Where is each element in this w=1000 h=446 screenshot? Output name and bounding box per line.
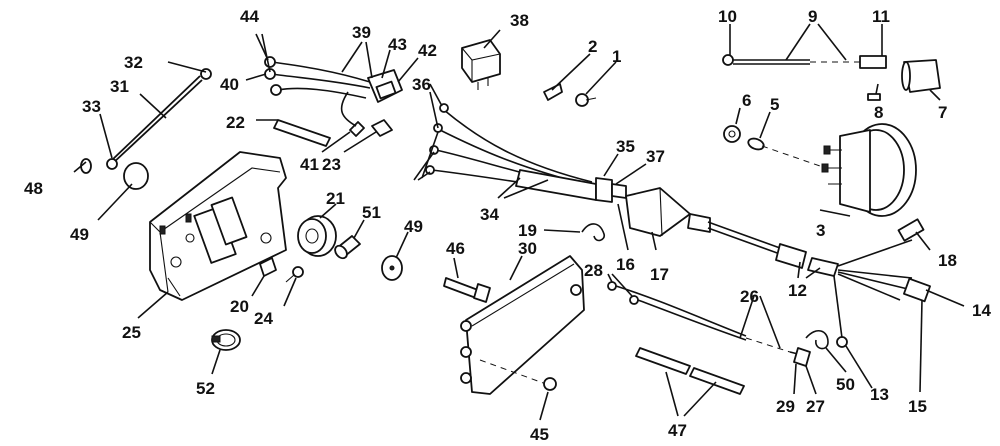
assembly-line-bulb bbox=[761, 145, 821, 167]
callout-43: 43 bbox=[388, 35, 407, 54]
part-1-screw bbox=[575, 93, 597, 107]
callout-33: 33 bbox=[82, 97, 101, 116]
assembly-line-45 bbox=[479, 359, 547, 385]
callout-5: 5 bbox=[770, 95, 779, 114]
part-20-clip bbox=[259, 257, 277, 277]
callout-6: 6 bbox=[742, 91, 751, 110]
part-38-relay bbox=[461, 39, 501, 90]
callout-38: 38 bbox=[510, 11, 529, 30]
part-23-connector-block bbox=[371, 119, 393, 137]
callout-34: 34 bbox=[480, 205, 499, 224]
callout-22: 22 bbox=[226, 113, 245, 132]
callout-51: 51 bbox=[362, 203, 381, 222]
callout-37: 37 bbox=[646, 147, 665, 166]
part-6-socket bbox=[723, 125, 741, 143]
callout-52: 52 bbox=[196, 379, 215, 398]
part-39-wire-assembly bbox=[264, 56, 403, 127]
callout-21: 21 bbox=[326, 189, 345, 208]
callout-1: 1 bbox=[612, 47, 621, 66]
callout-14: 14 bbox=[972, 301, 991, 320]
callout-30: 30 bbox=[518, 239, 537, 258]
callout-10: 10 bbox=[718, 7, 737, 26]
callout-17: 17 bbox=[650, 265, 669, 284]
part-5-bulb bbox=[747, 137, 765, 151]
part-50-clip bbox=[805, 330, 829, 350]
callout-19: 19 bbox=[518, 221, 537, 240]
callout-49: 49 bbox=[70, 225, 89, 244]
callout-25: 25 bbox=[122, 323, 141, 342]
part-52-clamp bbox=[211, 329, 241, 351]
callout-28: 28 bbox=[584, 261, 603, 280]
callout-2: 2 bbox=[588, 37, 597, 56]
callout-23: 23 bbox=[322, 155, 341, 174]
callout-24: 24 bbox=[254, 309, 273, 328]
part-7-boot bbox=[901, 59, 941, 93]
callout-47: 47 bbox=[668, 421, 687, 440]
callout-7: 7 bbox=[938, 103, 947, 122]
part-3-gauge bbox=[821, 123, 917, 217]
callout-36: 36 bbox=[412, 75, 431, 94]
callout-31: 31 bbox=[110, 77, 129, 96]
part-51-sleeve bbox=[334, 235, 361, 260]
part-19-clip bbox=[581, 223, 606, 242]
callout-16: 16 bbox=[616, 255, 635, 274]
callout-11: 11 bbox=[872, 7, 890, 26]
leader-lines bbox=[73, 23, 965, 421]
part-2-bracket bbox=[543, 83, 563, 101]
callout-49-right: 49 bbox=[404, 217, 423, 236]
callout-35: 35 bbox=[616, 137, 635, 156]
part-30-cover bbox=[460, 255, 585, 395]
callout-18: 18 bbox=[938, 251, 957, 270]
part-22-tube bbox=[273, 119, 331, 147]
part-24-screw bbox=[285, 266, 304, 283]
callout-9: 9 bbox=[808, 7, 817, 26]
callout-39: 39 bbox=[352, 23, 371, 42]
callout-42: 42 bbox=[418, 41, 437, 60]
part-9-lead bbox=[722, 54, 887, 101]
callout-40: 40 bbox=[220, 75, 239, 94]
callout-41: 41 bbox=[300, 155, 319, 174]
callout-46: 46 bbox=[446, 239, 465, 258]
part-31-ground-strap bbox=[80, 68, 212, 190]
callout-29: 29 bbox=[776, 397, 795, 416]
part-47-sleeves bbox=[635, 347, 745, 395]
callout-15: 15 bbox=[908, 397, 927, 416]
callout-26: 26 bbox=[740, 287, 759, 306]
part-45-screw bbox=[543, 377, 557, 391]
callout-44: 44 bbox=[240, 7, 259, 26]
callout-labels: 44 39 43 42 38 2 1 10 9 11 32 31 40 33 3… bbox=[24, 7, 991, 444]
callout-3: 3 bbox=[816, 221, 825, 240]
callout-13: 13 bbox=[870, 385, 889, 404]
part-41-connector bbox=[349, 121, 365, 137]
callout-50: 50 bbox=[836, 375, 855, 394]
callout-45: 45 bbox=[530, 425, 549, 444]
callout-20: 20 bbox=[230, 297, 249, 316]
callout-48: 48 bbox=[24, 179, 43, 198]
part-46-bolt bbox=[443, 277, 491, 303]
callout-8: 8 bbox=[874, 103, 883, 122]
callout-32: 32 bbox=[124, 53, 143, 72]
part-21-grommet bbox=[297, 215, 337, 257]
callout-12: 12 bbox=[788, 281, 807, 300]
part-34-harness bbox=[425, 103, 627, 203]
part-17-plug bbox=[625, 187, 711, 237]
part-25-control-box bbox=[149, 151, 287, 301]
part-49-washer-right bbox=[381, 255, 403, 281]
callout-27: 27 bbox=[806, 397, 825, 416]
